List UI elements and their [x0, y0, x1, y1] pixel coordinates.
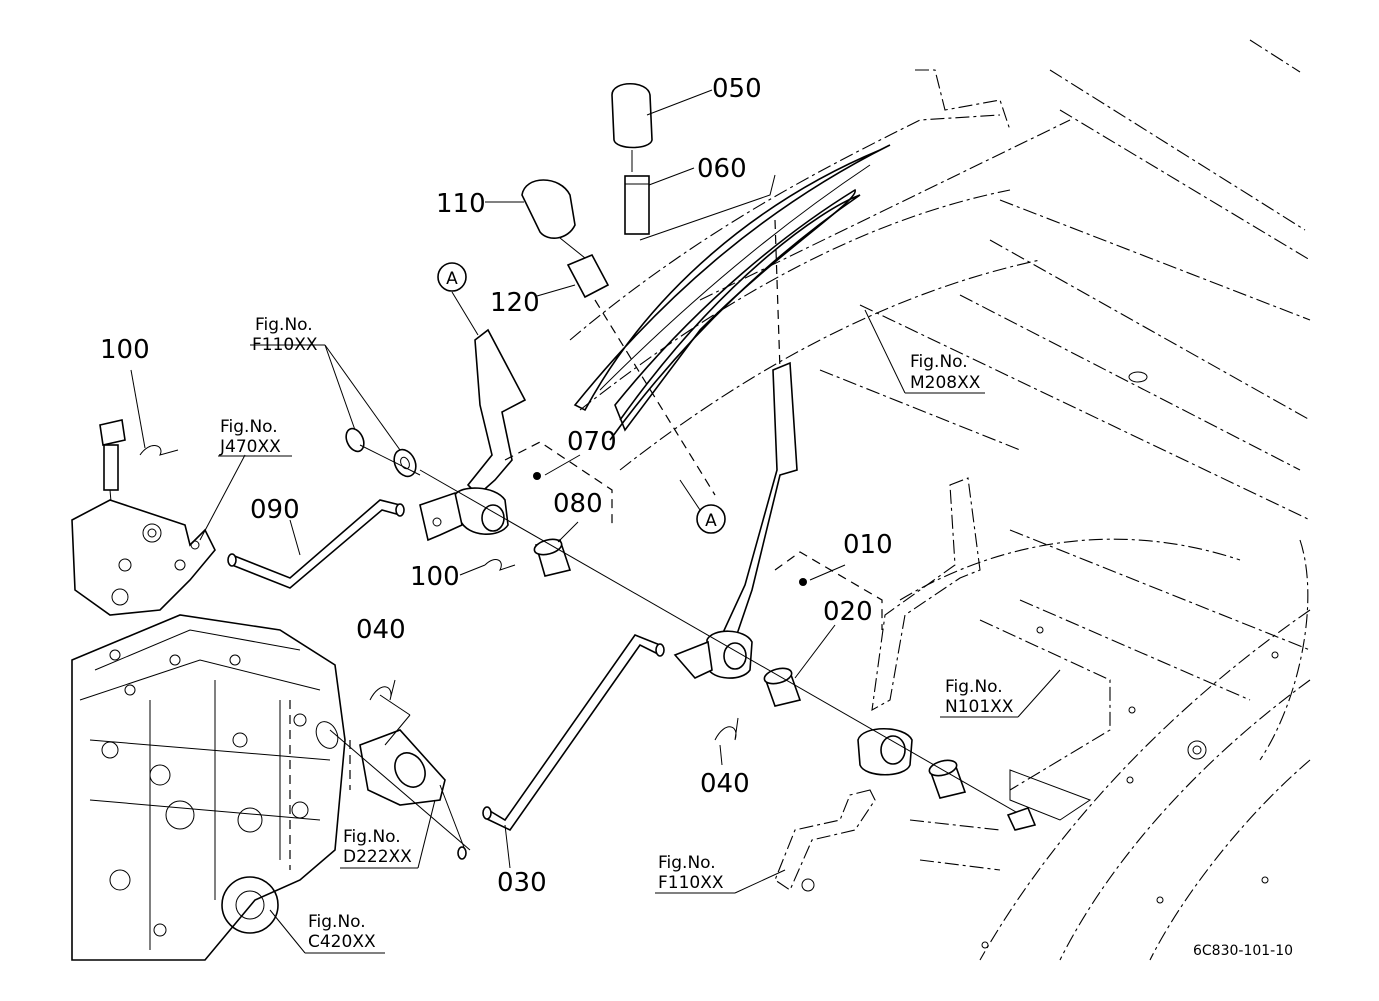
bushing-icon — [928, 759, 967, 799]
part-label-010: 010 — [843, 530, 893, 560]
pivot-boss-icon — [857, 728, 913, 776]
lever-070-icon — [419, 328, 527, 542]
part-label-050: 050 — [712, 74, 762, 104]
drawing-code: 6C830-101-10 — [1193, 943, 1293, 959]
lever-guide-slots — [573, 144, 891, 441]
part-label-060: 060 — [697, 154, 747, 184]
grip-120-icon — [566, 253, 610, 299]
snap-ring-icon — [345, 427, 365, 453]
floor-bolt-icon — [1187, 740, 1207, 760]
figref-j470-line1: Fig.No. — [220, 417, 278, 437]
fender-slot-hole — [1128, 371, 1148, 383]
marker-a-bottom-label: A — [705, 511, 717, 531]
leader-lines — [130, 89, 1061, 954]
marker-a-top-label: A — [446, 269, 458, 289]
rod-090-icon — [227, 499, 405, 589]
transmission-case-icon — [71, 614, 346, 961]
lever-f110-outline — [774, 477, 981, 892]
part-label-100-bottom: 100 — [410, 562, 460, 592]
figref-d222-line2: D222XX — [343, 847, 412, 867]
collar-080-icon — [533, 538, 572, 577]
figref-j470-line2: J470XX — [219, 437, 281, 457]
collar-020-icon — [763, 667, 802, 707]
control-valve-body-icon — [71, 499, 216, 616]
figref-n101-line2: N101XX — [945, 697, 1014, 717]
figref-f110-bottom-line2: F110XX — [658, 873, 724, 893]
knob-050-icon — [611, 83, 653, 172]
lever-010-icon — [673, 361, 798, 679]
figref-c420-line2: C420XX — [308, 932, 376, 952]
part-label-070: 070 — [567, 427, 617, 457]
rod-030-icon — [482, 634, 665, 832]
figref-c420-line1: Fig.No. — [308, 912, 366, 932]
figref-n101-line1: Fig.No. — [945, 677, 1003, 697]
part-label-030: 030 — [497, 868, 547, 898]
washer-icon — [393, 448, 417, 478]
grip-060-icon — [624, 175, 650, 235]
marker-a-bottom — [696, 504, 726, 534]
part-label-040-left: 040 — [356, 615, 406, 645]
figref-f110-top-line1: Fig.No. — [255, 315, 313, 335]
part-label-080: 080 — [553, 489, 603, 519]
part-label-120: 120 — [490, 288, 540, 318]
bolt-icon — [99, 419, 126, 526]
part-label-020: 020 — [823, 597, 873, 627]
part-label-100-top: 100 — [100, 335, 150, 365]
figref-f110-bottom-line1: Fig.No. — [658, 853, 716, 873]
clip-pin-100-icon — [139, 445, 516, 571]
part-label-110: 110 — [436, 189, 486, 219]
fender-panel-outline — [569, 39, 1311, 961]
part-label-090: 090 — [250, 495, 300, 525]
marker-a-top — [437, 262, 467, 292]
spool-assembly-icon — [329, 729, 471, 860]
clip-pin-040-icon — [369, 679, 739, 741]
figref-m208-line1: Fig.No. — [910, 352, 968, 372]
knob-110-icon — [521, 179, 586, 259]
figref-m208-line2: M208XX — [910, 373, 981, 393]
figref-d222-line1: Fig.No. — [343, 827, 401, 847]
figref-f110-top-line2: F110XX — [252, 335, 318, 355]
part-label-040-right: 040 — [700, 769, 750, 799]
